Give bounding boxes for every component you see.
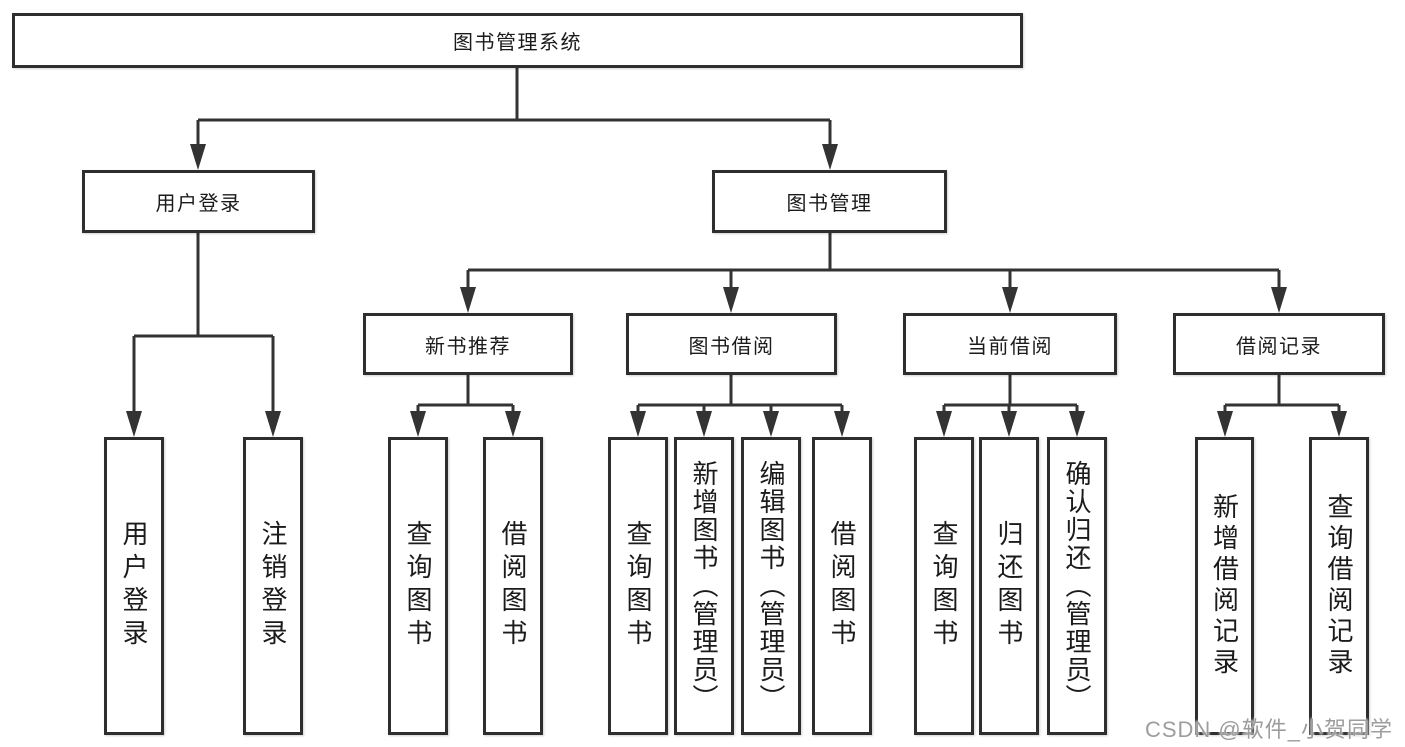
leaf-query-books-recommend: 查询图书 [388, 437, 448, 735]
node-new-book-recommend: 新书推荐 [363, 313, 573, 375]
leaf-add-borrow-record: 新增借阅记录 [1195, 437, 1254, 735]
node-label: 图书借阅 [688, 335, 775, 358]
connector-book-borrow-to-leaves [630, 375, 850, 437]
leaf-label: 查询借阅记录 [1324, 493, 1354, 679]
leaf-label: 查询图书 [403, 520, 433, 652]
node-user-login: 用户登录 [82, 170, 315, 233]
leaf-label: 归还图书 [994, 520, 1024, 652]
leaf-edit-books-admin: 编辑图书（管理员） [741, 437, 801, 735]
leaf-label: 查询图书 [623, 520, 653, 652]
connector-new-book-recommend-to-leaves [410, 375, 521, 437]
node-label: 图书管理 [786, 193, 873, 215]
node-current-borrow: 当前借阅 [903, 313, 1117, 375]
leaf-label: 编辑图书（管理员） [756, 460, 786, 712]
node-library-management-system: 图书管理系统 [12, 13, 1023, 68]
leaf-confirm-return-admin: 确认归还（管理员） [1047, 437, 1107, 735]
leaf-label: 注销登录 [258, 520, 288, 652]
leaf-borrow-books: 借阅图书 [812, 437, 872, 735]
leaf-query-books-borrow: 查询图书 [608, 437, 668, 735]
connector-book-management-to-level3 [460, 233, 1287, 313]
connector-user-login-to-leaves [126, 233, 281, 437]
node-label: 当前借阅 [967, 335, 1053, 358]
leaf-logout: 注销登录 [243, 437, 303, 735]
leaf-label: 用户登录 [119, 520, 149, 652]
node-book-borrow: 图书借阅 [626, 313, 837, 375]
leaf-add-books-admin: 新增图书（管理员） [674, 437, 734, 735]
node-borrow-records: 借阅记录 [1173, 313, 1385, 375]
leaf-query-books-current: 查询图书 [914, 437, 974, 735]
connector-borrow-records-to-leaves [1217, 375, 1347, 437]
leaf-label: 新增借阅记录 [1209, 493, 1240, 679]
leaf-return-books: 归还图书 [979, 437, 1039, 735]
node-label: 图书管理系统 [453, 32, 582, 54]
leaf-label: 借阅图书 [827, 520, 857, 652]
leaf-label: 借阅图书 [498, 520, 528, 652]
connector-current-borrow-to-leaves [936, 375, 1085, 437]
leaf-label: 查询图书 [929, 520, 959, 652]
connector-root-to-level2 [190, 68, 838, 170]
leaf-query-borrow-record: 查询借阅记录 [1309, 437, 1369, 735]
csdn-watermark: CSDN @软件_小贺同学 [1144, 717, 1393, 742]
leaf-borrow-books-recommend: 借阅图书 [483, 437, 543, 735]
leaf-label: 确认归还（管理员） [1062, 460, 1092, 712]
leaf-label: 新增图书（管理员） [689, 460, 719, 712]
node-label: 新书推荐 [425, 335, 511, 358]
node-book-management: 图书管理 [712, 170, 947, 233]
node-label: 借阅记录 [1236, 335, 1322, 358]
leaf-user-login: 用户登录 [104, 437, 164, 735]
node-label: 用户登录 [155, 193, 242, 215]
